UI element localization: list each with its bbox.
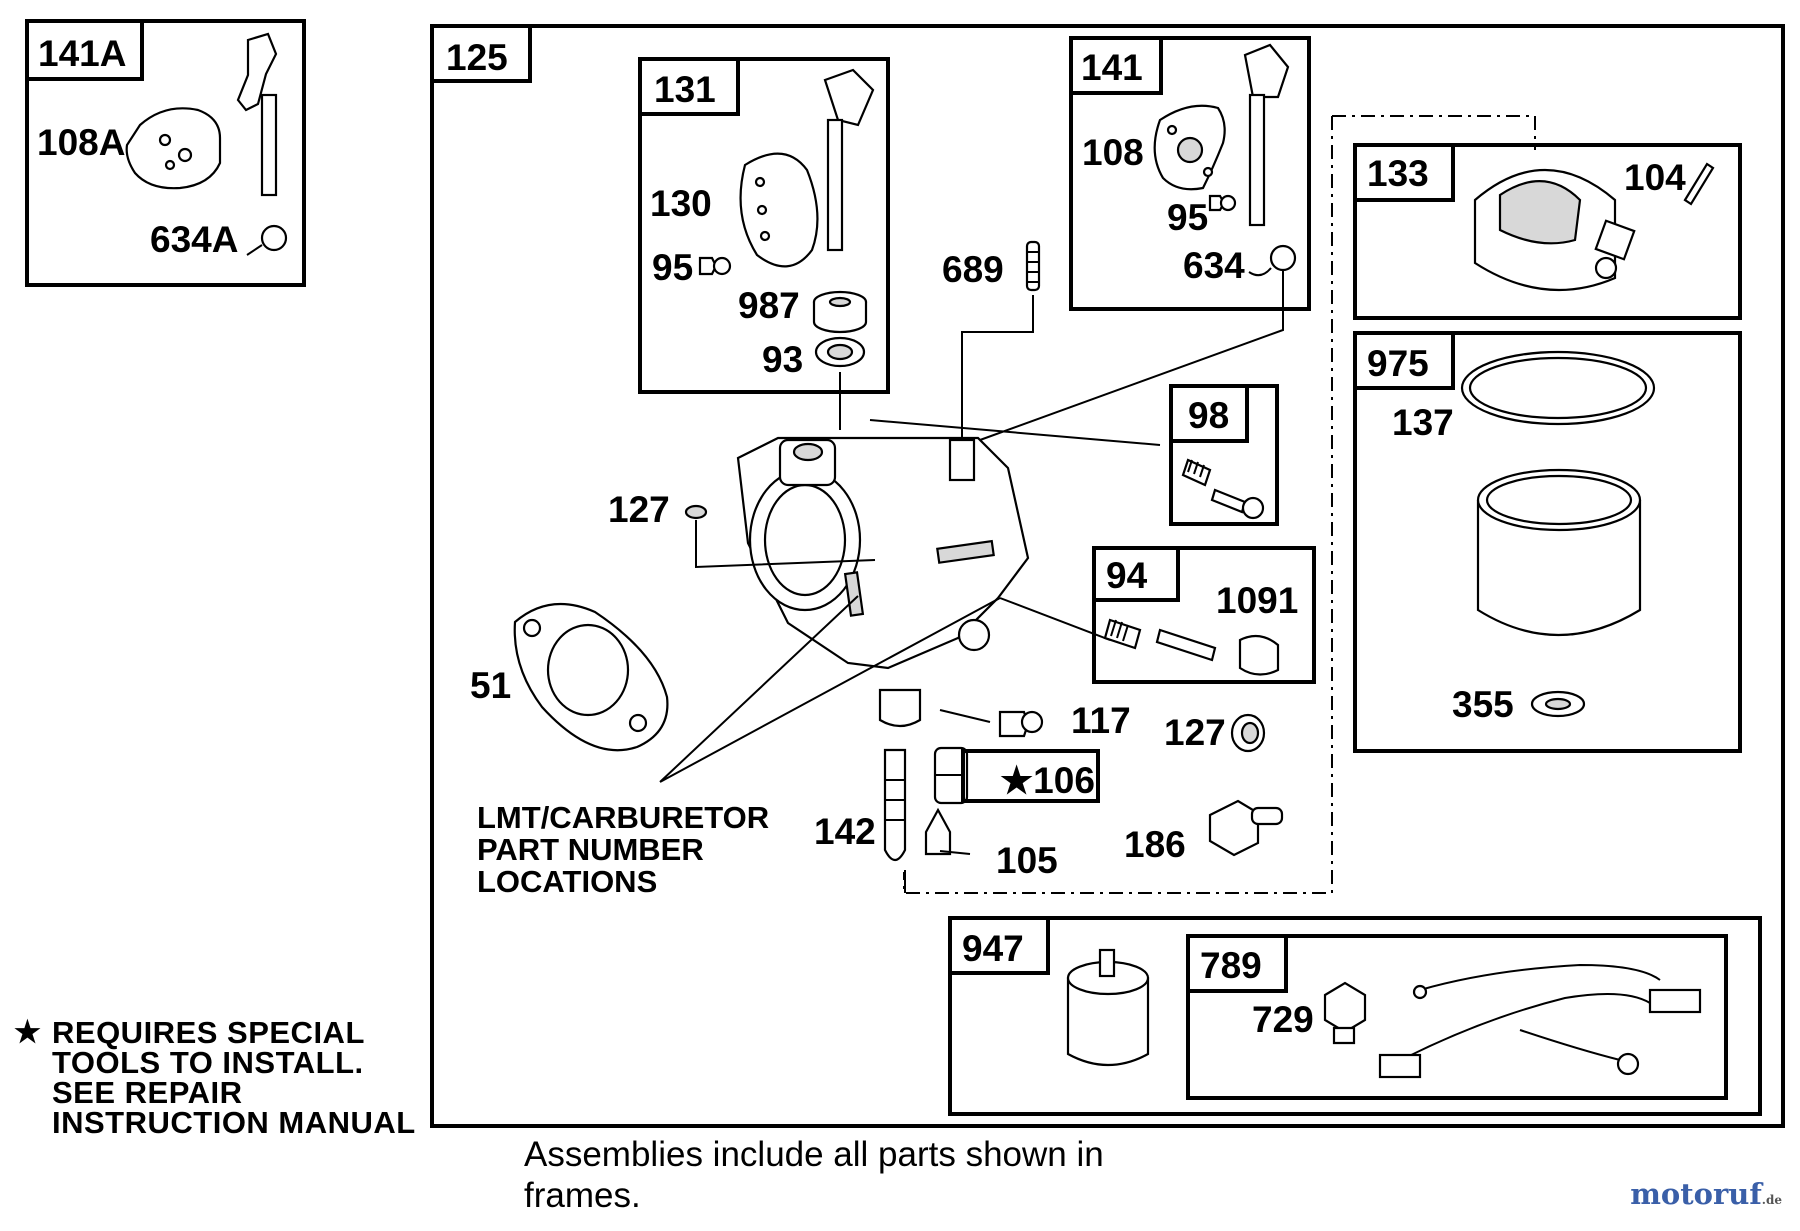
callout-127-top: 127	[608, 489, 670, 530]
special-note-line-4: INSTRUCTION MANUAL	[52, 1105, 416, 1140]
frame-789: 789 729	[1186, 934, 1728, 1100]
frame-label-947: 947	[962, 928, 1024, 969]
frame-label-133: 133	[1367, 153, 1429, 194]
callout-108: 108	[1082, 132, 1144, 173]
frame-975: 975 137 355	[1353, 331, 1742, 753]
lmt-note-line-2: PART NUMBER	[477, 832, 704, 867]
footer-line-2: frames.	[524, 1176, 641, 1215]
callout-987: 987	[738, 285, 800, 326]
callout-95-choke: 95	[1167, 197, 1208, 238]
callout-1091: 1091	[1216, 580, 1298, 621]
frame-131: 131 130 95 987 93	[638, 57, 890, 394]
frame-label-975: 975	[1367, 343, 1429, 384]
callout-689: 689	[942, 249, 1004, 290]
frame-98: 98	[1169, 384, 1279, 526]
lmt-note-line-1: LMT/CARBURETOR	[477, 800, 769, 835]
callout-117: 117	[1071, 700, 1131, 741]
callout-95-throttle: 95	[652, 247, 693, 288]
star-icon: ★	[14, 1016, 42, 1049]
callout-355: 355	[1452, 684, 1514, 725]
footer-note: Assemblies include all parts shown in fr…	[524, 1134, 1104, 1216]
callout-634A: 634A	[150, 219, 238, 260]
lmt-note-line-3: LOCATIONS	[477, 864, 657, 899]
frame-label-125: 125	[446, 37, 508, 78]
lmt-note: LMT/CARBURETOR PART NUMBER LOCATIONS	[477, 800, 769, 899]
callout-130: 130	[650, 183, 712, 224]
callout-51: 51	[470, 665, 511, 706]
callout-127-plug: 127	[1164, 712, 1226, 753]
callout-93: 93	[762, 339, 803, 380]
special-note-line-3: SEE REPAIR	[52, 1075, 243, 1110]
callout-142: 142	[814, 811, 876, 852]
frame-label-98: 98	[1188, 395, 1229, 436]
callout-108A: 108A	[37, 122, 125, 163]
small-parts: 127 117 127 ★106 142 105 186	[608, 489, 1284, 881]
watermark-logo: motoruf.de	[1630, 1177, 1782, 1211]
callout-105: 105	[996, 840, 1058, 881]
part-51: 51	[470, 602, 669, 752]
frame-125: 125	[430, 24, 1785, 1128]
frame-label-789: 789	[1200, 945, 1262, 986]
frame-141: 141 108 95 634	[1069, 36, 1311, 311]
frame-141A: 141A 108A 634A	[25, 19, 306, 287]
frame-94: 94 1091	[1092, 546, 1316, 684]
watermark-suffix: .de	[1761, 1193, 1782, 1207]
frame-133: 133 104	[1353, 143, 1742, 320]
part-689: 689	[942, 240, 1041, 292]
footer-line-1: Assemblies include all parts shown in	[524, 1135, 1104, 1174]
leader-lines	[659, 270, 1284, 893]
special-tools-note: ★ REQUIRES SPECIAL TOOLS TO INSTALL. SEE…	[14, 1015, 416, 1140]
frame-label-141A: 141A	[38, 33, 126, 74]
frame-label-94: 94	[1106, 555, 1148, 596]
special-note-line-1: REQUIRES SPECIAL	[52, 1015, 365, 1050]
special-note-line-2: TOOLS TO INSTALL.	[52, 1045, 364, 1080]
callout-104: 104	[1624, 157, 1686, 198]
frame-label-106: ★106	[1000, 760, 1095, 801]
callout-186: 186	[1124, 824, 1186, 865]
frame-label-141: 141	[1081, 47, 1143, 88]
callout-634: 634	[1183, 245, 1245, 286]
frame-947: 947	[948, 916, 1762, 1116]
watermark-name: motoruf	[1630, 1177, 1762, 1211]
callout-729: 729	[1252, 999, 1314, 1040]
frame-label-131: 131	[654, 69, 716, 110]
callout-137: 137	[1392, 402, 1454, 443]
carburetor-body	[736, 436, 1030, 728]
